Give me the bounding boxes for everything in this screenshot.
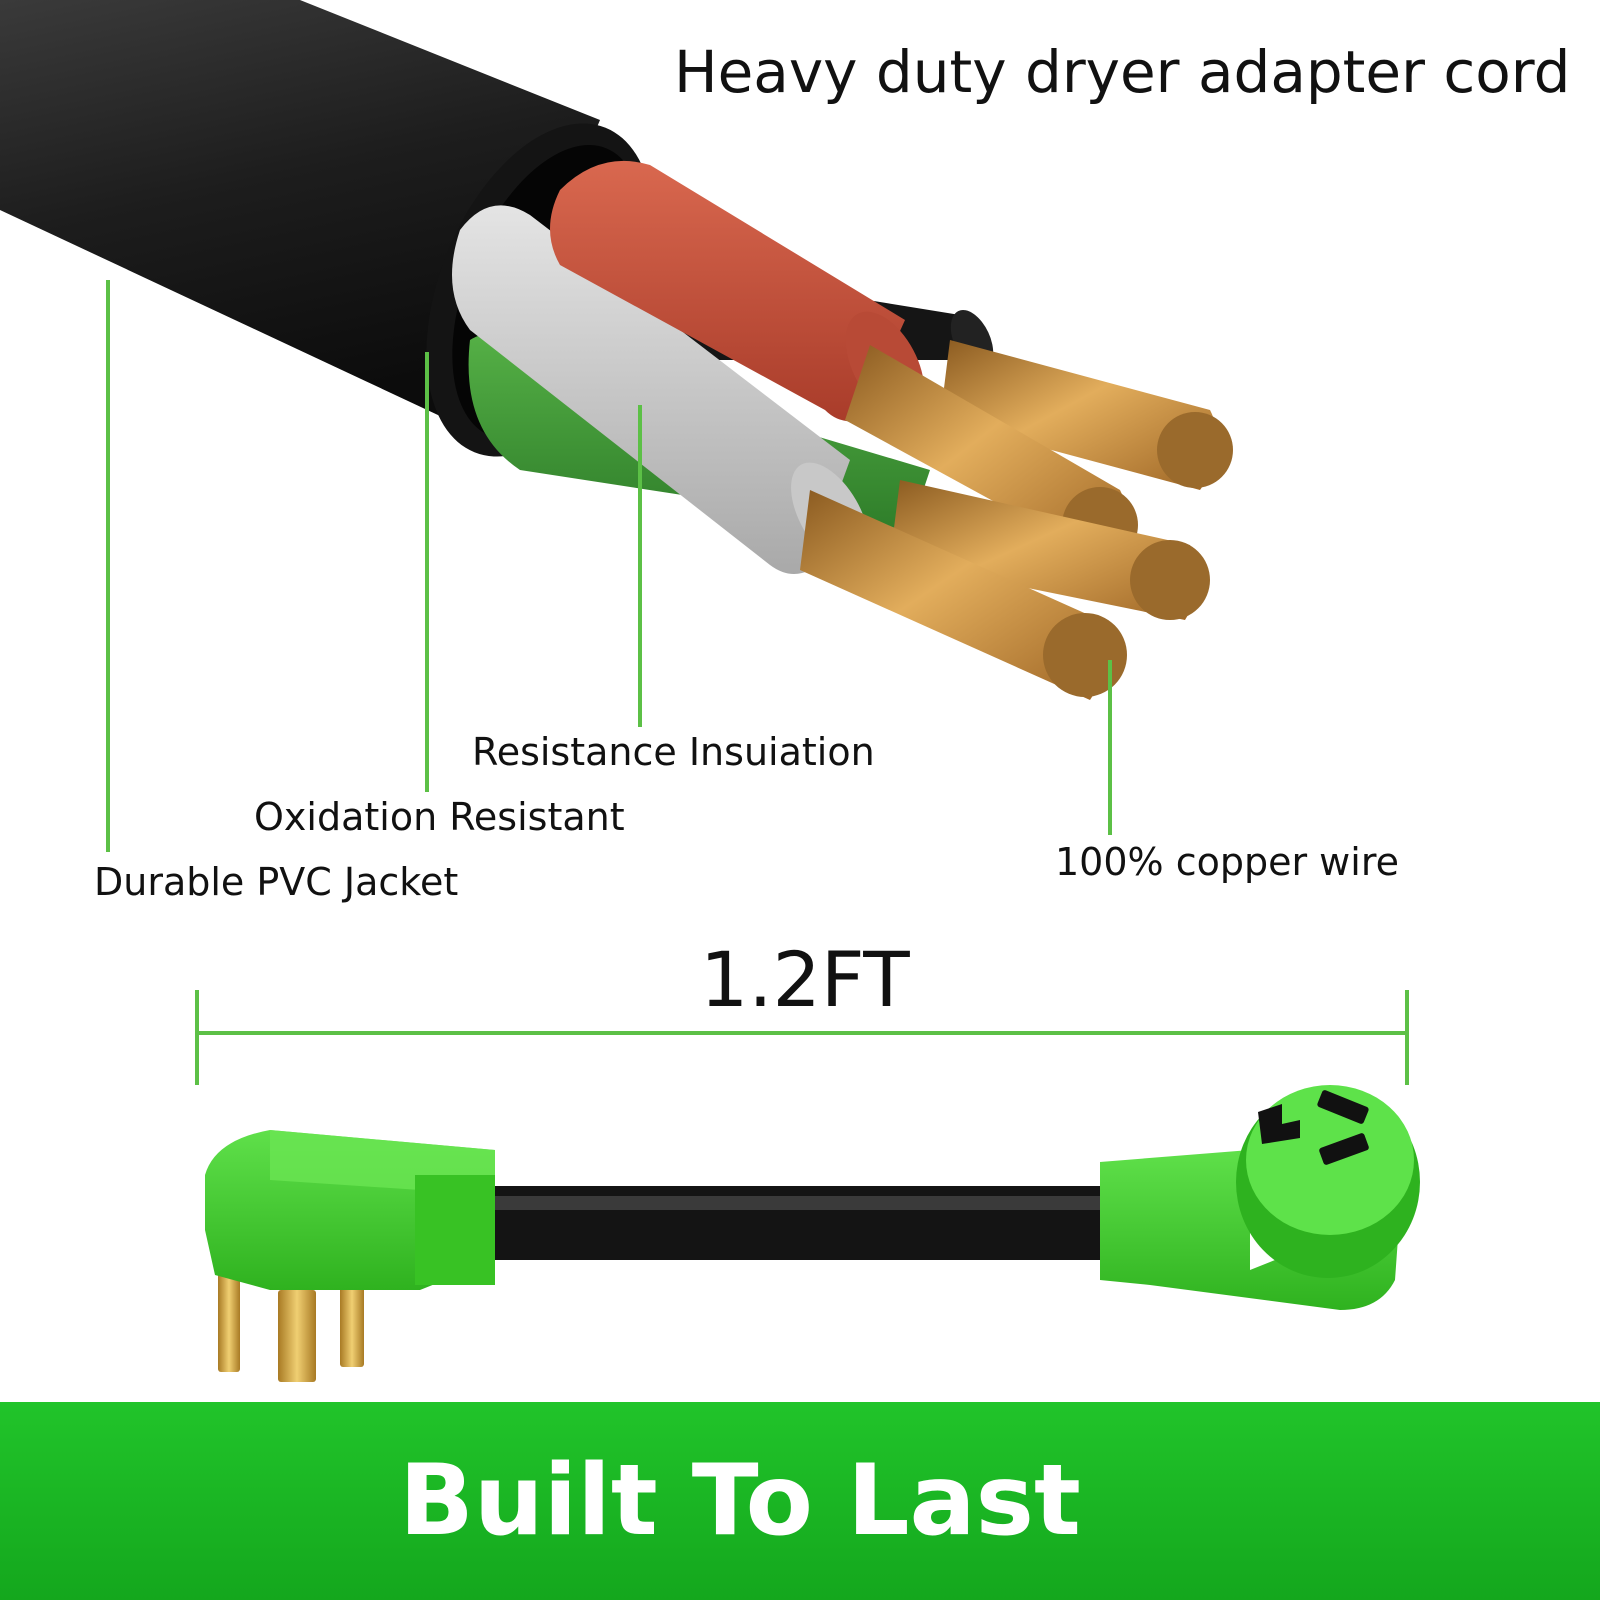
length-dimension-line — [195, 990, 1409, 1085]
adapter-cord — [480, 1186, 1120, 1260]
copper-strands — [800, 340, 1233, 700]
dryer-receptacle-icon — [1100, 1085, 1420, 1310]
label-copper-wire: 100% copper wire — [1055, 840, 1399, 884]
label-oxidation-resistant: Oxidation Resistant — [254, 795, 625, 839]
banner-text: Built To Last — [399, 1444, 1081, 1558]
headline: Heavy duty dryer adapter cord — [674, 38, 1571, 106]
label-resistance-insulation: Resistance Insuiation — [472, 730, 875, 774]
callout-lines — [106, 280, 1112, 852]
bottom-banner: Built To Last — [0, 1402, 1600, 1600]
dryer-plug-icon — [205, 1130, 495, 1382]
cord-length: 1.2FT — [700, 935, 910, 1024]
label-pvc-jacket: Durable PVC Jacket — [94, 860, 459, 904]
